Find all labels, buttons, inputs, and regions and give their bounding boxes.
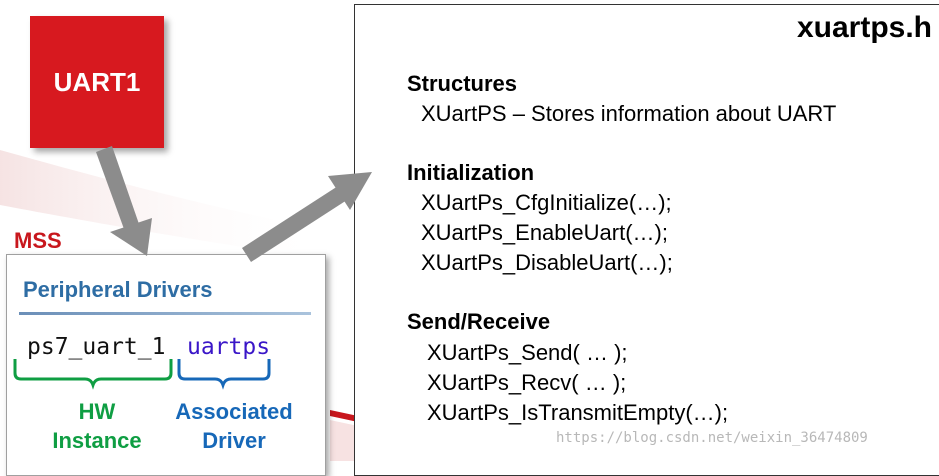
peripheral-drivers-panel: Peripheral Drivers ps7_uart_1 uartps HW …: [6, 254, 326, 476]
peripheral-drivers-title: Peripheral Drivers: [23, 277, 213, 302]
section-heading-structures: Structures: [407, 71, 518, 96]
associated-driver-label: Associated Driver: [163, 397, 305, 455]
init-function-line: XUartPs_EnableUart(…);: [421, 220, 668, 245]
label-brackets: [13, 359, 271, 390]
send-receive-line: XUartPs_IsTransmitEmpty(…);: [427, 400, 729, 425]
driver-label-line2: Driver: [202, 428, 266, 453]
header-file-panel: xuartps.h Structures XUartPS – Stores in…: [354, 4, 939, 476]
watermark-url: https://blog.csdn.net/weixin_36474809: [556, 430, 868, 446]
uart1-block: UART1: [30, 16, 164, 148]
section-heading-initialization: Initialization: [407, 160, 535, 185]
send-receive-line: XUartPs_Recv( … );: [427, 370, 627, 395]
hw-instance-name: ps7_uart_1: [27, 334, 166, 360]
uart1-label: UART1: [53, 66, 141, 97]
hw-label-line1: HW: [78, 399, 116, 424]
init-function-line: XUartPs_DisableUart(…);: [421, 250, 673, 275]
driver-name: uartps: [187, 334, 271, 360]
hw-instance-label: HW Instance: [35, 397, 159, 455]
init-function-line: XUartPs_CfgInitialize(…);: [421, 190, 672, 215]
send-receive-line: XUartPs_Send( … );: [427, 340, 628, 365]
title-underline: [19, 312, 311, 315]
hw-label-line2: Instance: [52, 428, 142, 453]
driver-bracket: [177, 359, 271, 390]
structures-line: XUartPS – Stores information about UART: [421, 101, 837, 126]
mss-label: MSS: [14, 228, 62, 253]
header-file-title: xuartps.h: [796, 11, 932, 44]
driver-label-line1: Associated: [175, 399, 293, 424]
section-heading-send-receive: Send/Receive: [407, 309, 551, 334]
hw-instance-bracket: [13, 359, 173, 390]
